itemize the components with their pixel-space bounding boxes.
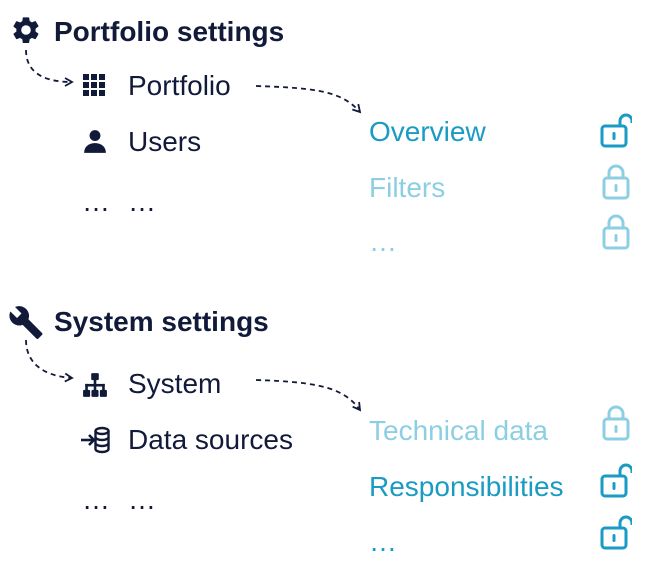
- more-subitems: …: [369, 226, 397, 257]
- technical-data-subitem[interactable]: Technical data: [369, 415, 549, 446]
- ellipsis-icon: …: [82, 186, 110, 217]
- ellipsis-icon: …: [82, 484, 110, 515]
- overview-subitem[interactable]: Overview: [369, 116, 486, 147]
- more-items-label: …: [128, 186, 156, 217]
- portfolio-item-label[interactable]: Portfolio: [128, 70, 231, 101]
- more-items-label: …: [128, 484, 156, 515]
- grid-icon: [82, 73, 106, 97]
- connector-system-to-technical: [255, 379, 362, 412]
- unlocked-icon[interactable]: [600, 112, 634, 148]
- data-sources-item-label[interactable]: Data sources: [128, 424, 293, 455]
- unlocked-icon[interactable]: [600, 514, 634, 550]
- connector-portfolio-to-overview: [255, 85, 362, 114]
- hierarchy-icon: [82, 372, 108, 398]
- responsibilities-subitem[interactable]: Responsibilities: [369, 471, 564, 502]
- connector-wrench-to-system: [25, 339, 74, 383]
- system-settings-title: System settings: [54, 306, 269, 337]
- more-subitems: …: [369, 526, 397, 557]
- portfolio-settings-title: Portfolio settings: [54, 16, 285, 47]
- system-item-label[interactable]: System: [128, 368, 222, 399]
- users-item-label[interactable]: Users: [128, 126, 202, 157]
- connector-gear-to-portfolio: [25, 49, 74, 87]
- user-icon: [82, 128, 108, 154]
- gear-icon: [10, 14, 42, 46]
- unlocked-icon[interactable]: [600, 462, 634, 498]
- filters-subitem[interactable]: Filters: [369, 172, 446, 203]
- locked-icon[interactable]: [600, 164, 632, 200]
- locked-icon[interactable]: [600, 214, 632, 250]
- wrench-icon: [8, 304, 44, 340]
- data-import-icon: [80, 426, 110, 454]
- locked-icon[interactable]: [600, 405, 632, 441]
